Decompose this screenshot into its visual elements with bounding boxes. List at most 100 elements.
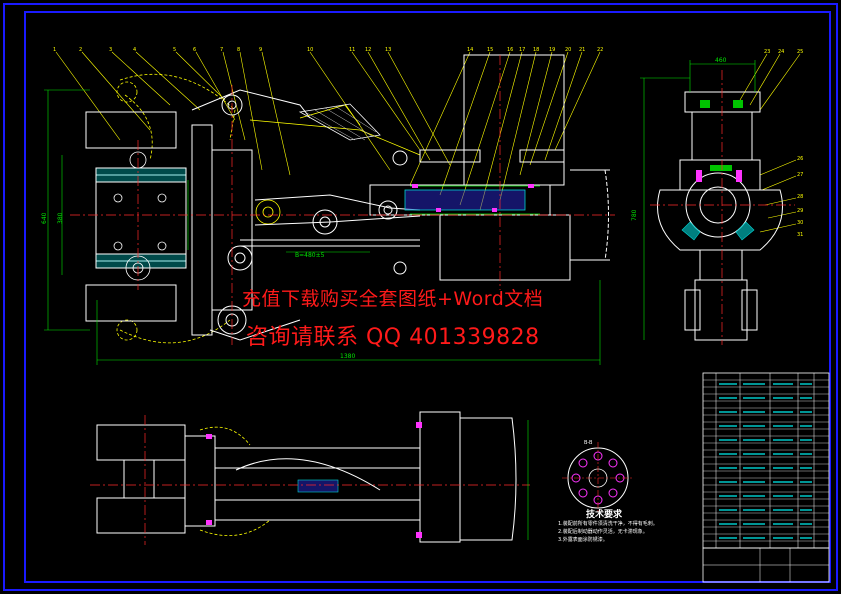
cylinder-section [404,189,526,211]
parts-list-cell-mark [719,411,737,413]
tech-requirement-2: 2.装配后制动器动作灵活，无卡滞现象。 [558,529,648,535]
parts-list-cell-mark [800,537,812,539]
callout-number: 17 [519,47,525,53]
parts-list-cell-mark [800,509,812,511]
title-block [702,372,830,583]
parts-list-cell-mark [773,467,793,469]
hatched-lever [298,103,381,141]
parts-list-cell-mark [719,467,737,469]
section-bb [562,442,634,514]
callout-number: 27 [797,172,803,178]
parts-list-cell-mark [719,453,737,455]
callout-number: 12 [365,47,371,53]
dim-left-inner: 380 [57,212,64,224]
parts-list-cell-mark [743,537,765,539]
parts-list-cell-mark [800,495,812,497]
callout-number: 13 [385,47,391,53]
parts-list-cell-mark [743,453,765,455]
callout-number: 20 [565,47,571,53]
callout-number: 15 [487,47,493,53]
parts-list-cell-mark [773,495,793,497]
parts-list-cell-mark [773,439,793,441]
inner-frame [24,11,831,583]
parts-list-cell-mark [800,453,812,455]
callout-number: 7 [220,47,223,53]
callout-number: 14 [467,47,473,53]
callout-number: 24 [778,49,784,55]
parts-list-cell-mark [743,495,765,497]
dim-side-height: 780 [631,209,638,221]
top-view [90,411,530,545]
section-label: B-B [584,440,593,446]
watermark-line-2: 咨询请联系 QQ 401339828 [246,325,540,350]
callout-number: 25 [797,49,803,55]
dim-left-height: 640 [41,212,48,224]
parts-list-cell-mark [743,383,765,385]
parts-list-cell-mark [743,481,765,483]
parts-list-cell-mark [773,453,793,455]
parts-list-cell-mark [800,383,812,385]
parts-list-cell-mark [773,425,793,427]
parts-list-cell-mark [773,383,793,385]
dim-side-width: 460 [715,57,727,64]
callout-number: 23 [764,49,770,55]
parts-list-cell-mark [743,467,765,469]
parts-list-cell-mark [719,509,737,511]
parts-list-cell-mark [800,397,812,399]
tech-requirement-3: 3.外露表面涂防锈漆。 [558,537,608,543]
callout-number: 5 [173,47,176,53]
parts-list-cell-mark [743,411,765,413]
parts-list-cell-mark [773,397,793,399]
side-view [640,53,801,345]
parts-list-cell-mark [773,537,793,539]
parts-list-cell-mark [719,383,737,385]
parts-list-cell-mark [719,425,737,427]
parts-list-cell-mark [800,481,812,483]
callout-number: 18 [533,47,539,53]
parts-list-cell-mark [773,523,793,525]
parts-list-cell-mark [800,467,812,469]
callout-number: 6 [193,47,196,53]
parts-list-cell-mark [719,537,737,539]
parts-list-cell-mark [773,411,793,413]
parts-list-cell-mark [743,439,765,441]
callout-number: 4 [133,47,136,53]
parts-list-cell-mark [800,425,812,427]
parts-list-cell-mark [743,509,765,511]
parts-list-cell-mark [800,411,812,413]
callout-number: 21 [579,47,585,53]
parts-list-cell-mark [719,439,737,441]
parts-list-cell-mark [773,509,793,511]
callout-number: 11 [349,47,355,53]
main-view [44,51,615,365]
callout-number: 22 [597,47,603,53]
parts-list-cell-mark [719,481,737,483]
dim-overall-length: 1380 [340,353,355,360]
parts-list-cell-mark [773,481,793,483]
parts-list-cell-mark [800,439,812,441]
callout-number: 26 [797,156,803,162]
parts-list-cell-mark [743,397,765,399]
parts-list-cell-mark [719,495,737,497]
callout-number: 3 [109,47,112,53]
callout-number: 1 [53,47,56,53]
callout-number: 9 [259,47,262,53]
parts-list-cell-mark [719,397,737,399]
callout-number: 8 [237,47,240,53]
parts-list-cell-mark [800,523,812,525]
tech-requirement-1: 1.装配前所有零件须清洗干净，不得有毛刺。 [558,521,658,527]
tech-requirements-title: 技术要求 [586,510,623,520]
callout-number: 30 [797,220,803,226]
parts-list-cell-mark [719,523,737,525]
callout-number: 10 [307,47,313,53]
parts-list-cell-mark [743,523,765,525]
callout-number: 2 [79,47,82,53]
callout-number: 31 [797,232,803,238]
callout-number: 29 [797,208,803,214]
callout-number: 19 [549,47,555,53]
callout-number: 28 [797,194,803,200]
outer-frame [3,3,838,591]
parts-list-cell-mark [743,425,765,427]
watermark-line-1: 充值下载购买全套图纸+Word文档 [242,288,544,310]
